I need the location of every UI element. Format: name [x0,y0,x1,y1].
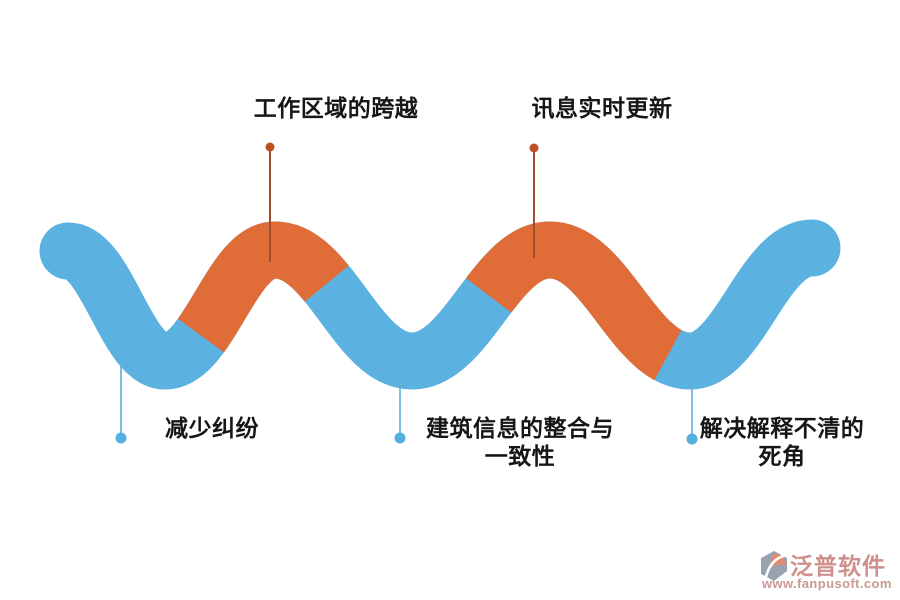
fanpu-logo-icon [761,551,787,581]
wave-ribbon-blue [39,219,841,390]
label-line: 死角 [758,443,806,469]
label-bim-integration-consistency: 建筑信息的整合与 一致性 [400,414,640,470]
connector-dot-top-1 [265,142,275,152]
connector-dot-bottom-2 [394,432,406,444]
label-realtime-updates: 讯息实时更新 [531,95,673,121]
connector-dot-bottom-3 [686,433,698,445]
connector-dot-bottom-1 [115,432,127,444]
label-reduce-disputes: 减少纠纷 [92,414,332,442]
fanpu-watermark: 泛普软件 www.fanpusoft.com [760,547,900,593]
label-resolve-unclear-blindspots: 解决解释不清的 死角 [662,414,900,470]
connector-dot-top-2 [529,143,539,153]
brand-name: 泛普软件 [790,553,886,579]
label-work-area-crossing: 工作区域的跨越 [253,95,419,121]
label-line: 建筑信息的整合与 [426,415,614,441]
logo-swoosh [764,554,786,578]
label-line: 减少纠纷 [165,415,259,441]
label-line: 解决解释不清的 [699,415,865,441]
label-line: 一致性 [484,443,556,469]
brand-url-link[interactable]: www.fanpusoft.com [762,576,892,591]
